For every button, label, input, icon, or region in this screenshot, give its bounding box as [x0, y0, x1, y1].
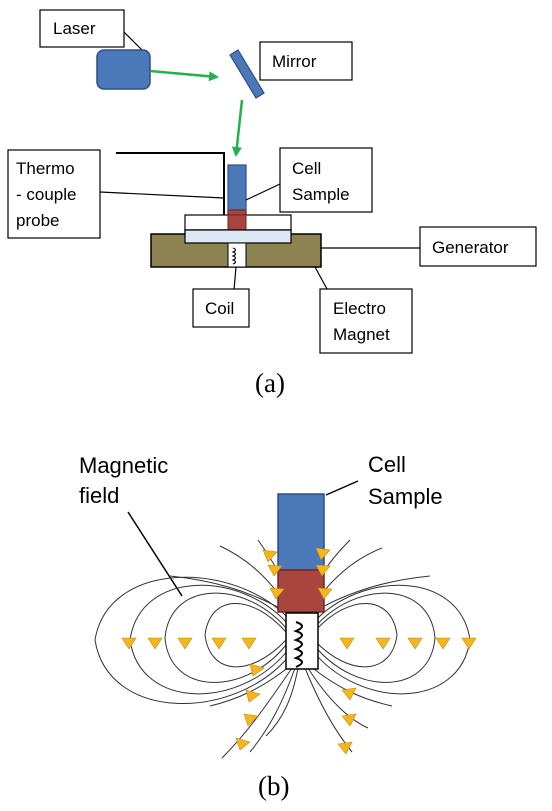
cell-sample-leader-line [245, 183, 281, 201]
sample-tube-b-lower [277, 569, 325, 613]
field-loop-left-4 [94, 576, 291, 704]
arrowhead [339, 637, 355, 650]
thermocouple-label-box [7, 149, 101, 239]
arrowhead [375, 637, 391, 650]
thermocouple-probe-wire [116, 152, 225, 215]
generator-label-box [419, 226, 537, 267]
coil-b-box [285, 612, 319, 670]
cell-sample-label-line2: Sample [292, 185, 350, 204]
field-loop-right-2 [313, 592, 436, 683]
arrowhead [267, 564, 283, 577]
coil-label-box [192, 288, 250, 328]
arrowhead [407, 637, 423, 650]
electromagnet-leader-line [314, 266, 328, 290]
field-loop-left-1 [204, 603, 287, 668]
coil-b-winding [293, 621, 303, 668]
sample-tube-b-upper [277, 493, 325, 571]
arrowhead [341, 713, 357, 727]
arrowhead [241, 637, 257, 650]
coil-slot [227, 242, 247, 268]
magnetic-field-leader-line [127, 511, 183, 597]
arrowhead [262, 549, 278, 563]
generator-label: Generator [432, 238, 509, 257]
field-fan-down-4 [304, 667, 353, 753]
arrowhead [315, 547, 331, 561]
arrowhead [435, 637, 451, 650]
magnetic-field-label-line1: Magnetic [79, 453, 168, 478]
diagram-a: Laser Mirror Thermo - couple probe Cell … [7, 9, 537, 398]
mirror-label: Mirror [272, 52, 317, 71]
cell-sample-b-leader-line [325, 480, 359, 496]
caption-b: (b) [258, 771, 289, 801]
arrowhead [121, 637, 137, 650]
laser-label: Laser [53, 19, 96, 38]
coil-label: Coil [205, 299, 234, 318]
laser-device [96, 49, 151, 90]
laser-leader-line [123, 31, 143, 51]
laser-label-box [39, 9, 125, 48]
laser-beam-vertical [231, 99, 244, 157]
diagram-b: Magnetic field Cell Sample [79, 452, 477, 801]
cell-sample-b-label-line2: Sample [368, 484, 443, 509]
arrowhead [245, 689, 261, 703]
arrowhead [249, 663, 265, 677]
arrowhead [243, 713, 259, 727]
coil-leader-line [233, 266, 237, 291]
arrowhead [317, 587, 333, 600]
arrowhead [147, 637, 163, 650]
electromagnet-label-line1: Electro [333, 299, 386, 318]
field-fan-down-7 [309, 665, 393, 707]
thermocouple-label-line3: probe [16, 211, 59, 230]
arrowhead [461, 637, 477, 650]
arrowhead [235, 737, 251, 751]
coil-winding [231, 247, 237, 265]
electromagnet-label-box [319, 288, 413, 354]
arrowhead [341, 687, 357, 701]
field-loop-right-1 [313, 603, 398, 668]
thermocouple-leader-line [99, 191, 225, 199]
thermocouple-label-line1: Thermo [16, 159, 75, 178]
arrowhead [337, 741, 353, 755]
field-arrowheads [121, 547, 477, 755]
cell-sample-label-line1: Cell [292, 159, 321, 178]
magnetic-field-label-line2: field [79, 483, 119, 508]
arrowhead [315, 564, 331, 577]
field-loop-left-2 [164, 592, 287, 683]
mirror [229, 49, 265, 99]
sample-tube-upper [227, 164, 247, 211]
field-fan-down-3 [265, 667, 299, 737]
laser-beam-horizontal [149, 69, 219, 82]
sample-plate-bottom-front [184, 229, 292, 244]
arrowhead [269, 587, 285, 600]
electromagnet-label-line2: Magnet [333, 325, 390, 344]
caption-a: (a) [255, 368, 285, 398]
field-fan-up-5 [169, 575, 291, 615]
field-fan-down-1 [221, 667, 293, 759]
cell-sample-label-box [279, 147, 373, 213]
field-fan-down-5 [307, 667, 369, 729]
cell-sample-b-label-line1: Cell [368, 452, 406, 477]
field-fan-down-2 [249, 667, 296, 753]
arrowhead [177, 637, 193, 650]
arrowhead [211, 637, 227, 650]
mirror-label-box [259, 41, 353, 81]
thermocouple-label-line2: - couple [16, 185, 76, 204]
